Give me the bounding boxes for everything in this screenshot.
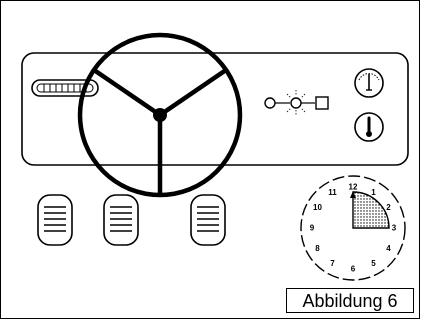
clock-numeral: 7 [330,259,335,268]
clock-numeral: 6 [351,265,356,274]
clock-shaded-sector [352,191,390,229]
clock-numeral: 3 [392,224,397,233]
clock-numeral: 2 [386,203,391,212]
clock-numeral: 5 [371,259,376,268]
clock-numeral: 9 [310,224,315,233]
clock-numeral: 8 [315,244,320,253]
dashboard-panel [21,52,409,166]
clock-numeral: 12 [349,183,358,192]
clock-numeral: 11 [328,188,337,197]
speedometer-icon [354,68,384,98]
pedal-left[interactable] [37,194,73,246]
steering-wheel-icon [77,32,243,198]
clock-numeral: 1 [371,188,376,197]
clock-arrow-icon [350,191,356,198]
pedal-right[interactable] [190,194,226,246]
warning-lights-icon [264,90,329,116]
pedal-middle[interactable] [103,194,139,246]
figure-caption: Abbildung 6 [286,288,414,313]
clock-numeral: 10 [313,203,322,212]
temperature-icon [354,112,384,142]
clock-numeral: 4 [386,244,391,253]
